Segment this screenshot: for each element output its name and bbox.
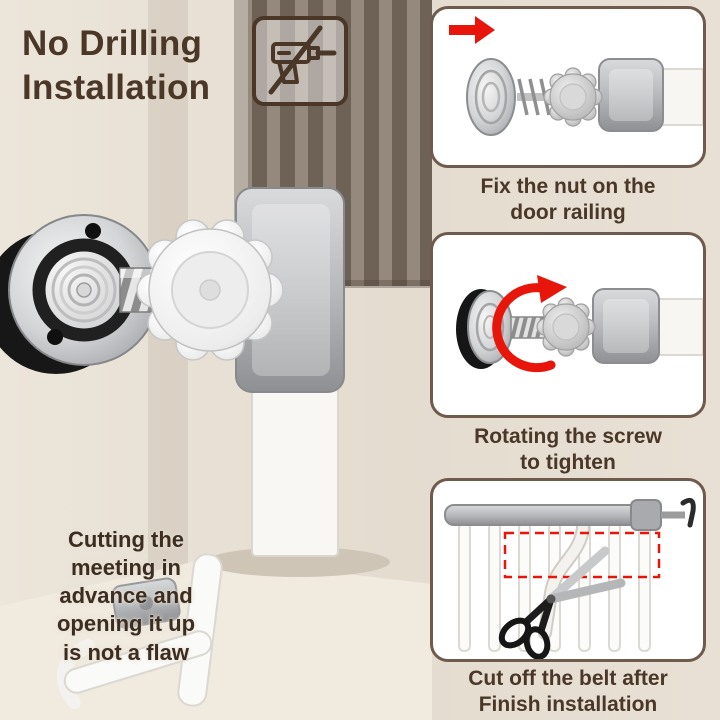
red-arrow-right-icon [449,16,495,44]
hook [680,497,696,528]
bracket-highlight [252,204,330,376]
caption-line: Fix the nut on the [480,175,656,198]
gray-knob [536,297,596,357]
step2-illustration [456,275,703,373]
caption-line: Cut off the belt after [468,667,668,690]
caption-line: door railing [510,201,626,225]
drill-icon [268,25,337,95]
step-panel-1 [430,6,706,168]
note-line: is not a flaw [63,639,189,665]
bracket-highlight [609,69,653,121]
disc [466,58,516,136]
step-caption-3: Cut off the belt after Finish installati… [420,666,716,719]
main-assembly-illustration [0,187,390,577]
gate-parts-illustration [56,553,223,709]
red-rotate-arrow-icon [492,275,567,373]
caption-line: Rotating the screw [474,425,662,448]
note-line: advance and [59,583,193,609]
page-title: No Drilling Installation [22,22,262,110]
gate-post [251,377,339,557]
note-line: Cutting the [67,527,185,552]
slash-line [268,25,323,95]
step-caption-1: Fix the nut on the door railing [420,174,716,227]
note-line: meeting in [70,555,181,581]
gate-post-section [660,68,703,126]
step1-illustration [449,16,703,136]
caption-line: to tighten [520,451,616,475]
belt [540,522,588,638]
tightening-knob [136,219,284,361]
title-line-2: Installation [22,67,211,107]
note-text: Cutting the meeting in advance and openi… [8,526,244,667]
step-caption-2: Rotating the screw to tighten [420,424,716,477]
caption-line: Finish installation [478,693,658,717]
bracket-highlight [603,299,649,353]
tensioner [630,499,662,531]
step3-illustration [444,497,696,659]
no-drilling-icon [252,16,348,106]
gate-post-section [656,298,703,356]
title-line-1: No Drilling [22,24,203,63]
note-line: opening it up [56,611,196,637]
wall-disc [8,214,160,366]
step-panel-3 [430,478,706,662]
step-panel-2 [430,232,706,418]
top-rail [444,504,652,526]
gray-knob [543,67,603,127]
scissors-icon [498,546,626,659]
